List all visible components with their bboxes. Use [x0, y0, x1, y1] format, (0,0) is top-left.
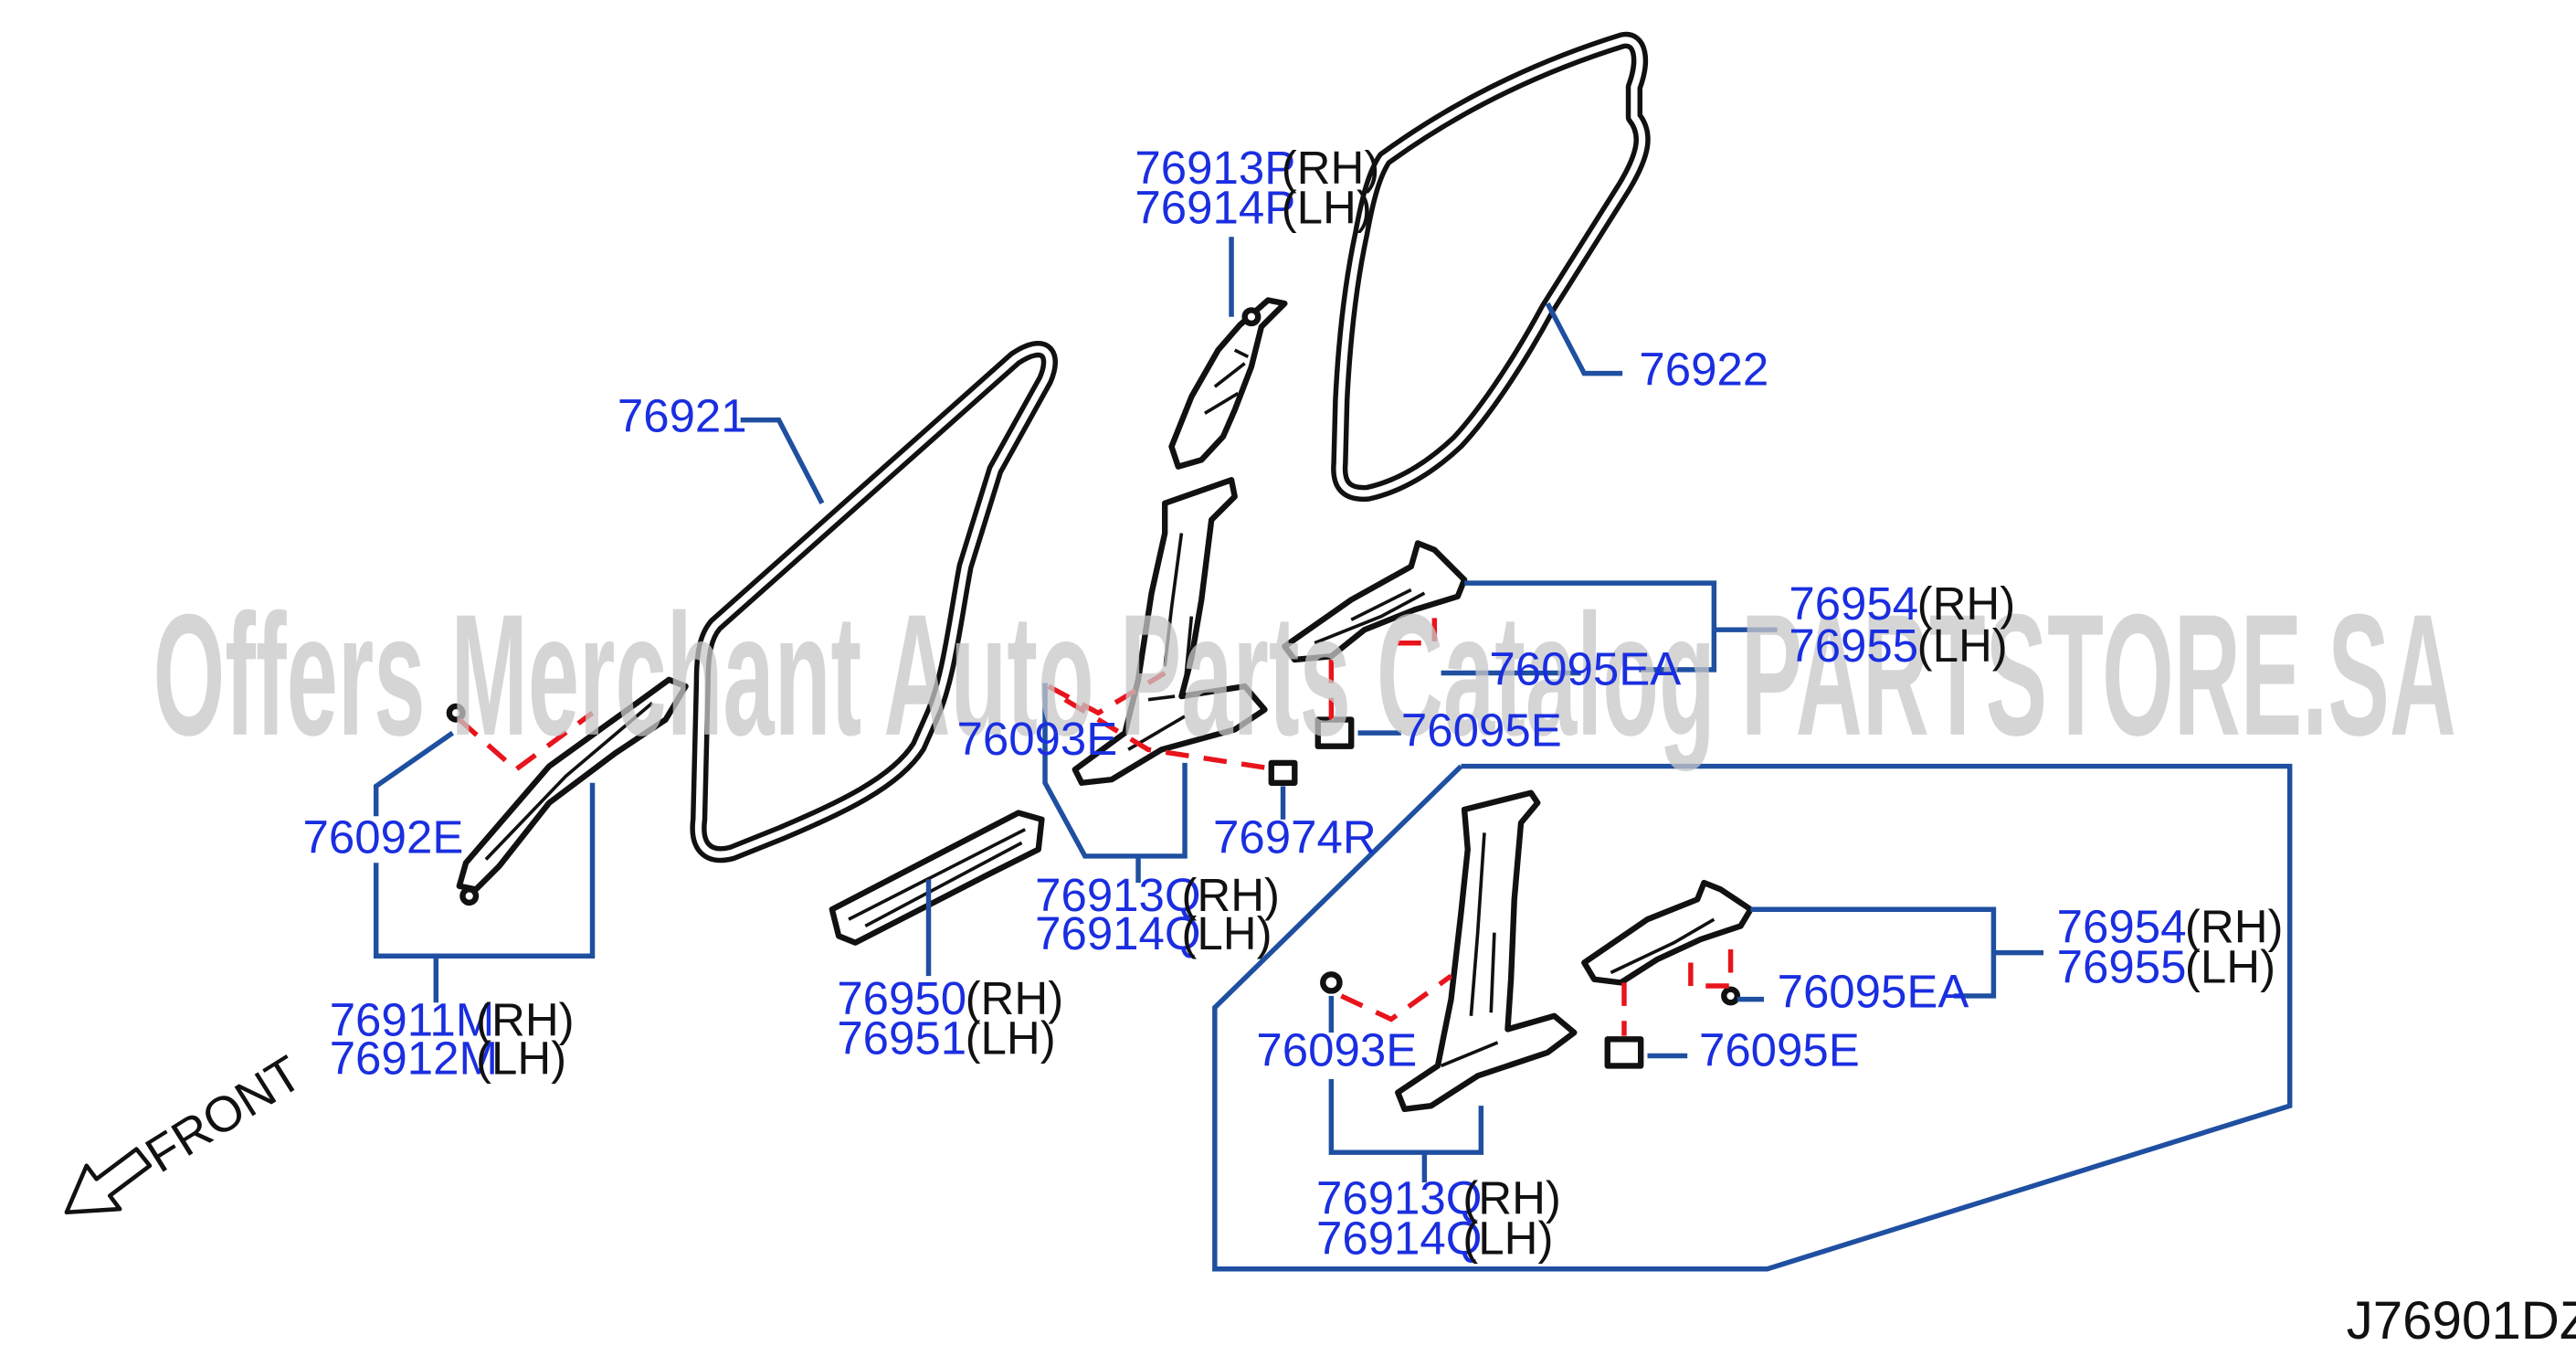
side-label: (RH) [1917, 577, 2016, 630]
side-label: (LH) [1462, 1212, 1553, 1264]
diagram-code: J76901DZ [2347, 1291, 2576, 1351]
leader-lines [373, 237, 2293, 1272]
part-number-label: 76092E [303, 810, 464, 863]
rear-door-weatherstrip-76922 [1331, 32, 1651, 502]
inset-pillar-garnish [1395, 789, 1578, 1113]
part-number-label: 76955 [2057, 940, 2187, 992]
side-label: (LH) [2185, 940, 2275, 992]
part-number-label: 76095E [1401, 704, 1562, 757]
front-direction-arrow: FRONT [64, 1045, 311, 1215]
upper-pillar-garnish-76913P [1168, 297, 1288, 470]
side-label: (LH) [1282, 182, 1372, 234]
side-label: (LH) [1917, 620, 2008, 672]
side-label: (RH) [1282, 142, 1380, 194]
part-number-label: 76095EA [1778, 966, 1969, 1018]
part-number-label: 76922 [1639, 343, 1768, 395]
part-number-label: 76954 [1789, 577, 1918, 630]
front-pillar-garnish-76911M [446, 676, 689, 906]
lower-pillar-garnish-76913Q [1072, 477, 1298, 786]
part-number-label: 76921 [618, 389, 747, 441]
side-label: (LH) [476, 1033, 566, 1085]
part-number-label: 76914Q [1035, 907, 1201, 959]
watermark: Offers Merchant Auto Parts Catalog PARTS… [153, 578, 2456, 772]
callout-labels: 76913P (RH) 76914P (LH) 76922 76921 7695… [303, 142, 2284, 1264]
side-label: (RH) [966, 972, 1064, 1024]
assembly-dashed-lines [457, 609, 1734, 1036]
side-label: (RH) [2185, 901, 2284, 953]
part-number-label: 76913Q [1316, 1172, 1483, 1224]
part-number-label: 76951 [837, 1012, 966, 1065]
front-door-weatherstrip-76921 [690, 341, 1058, 863]
side-label: (RH) [1181, 869, 1280, 921]
part-number-label: 76914Q [1316, 1212, 1483, 1264]
side-label: (LH) [1181, 907, 1272, 959]
side-label: (LH) [966, 1012, 1056, 1065]
kicking-plate-76954 [1282, 540, 1468, 749]
part-number-label: 76974R [1213, 810, 1377, 863]
part-number-label: 76913Q [1035, 869, 1201, 921]
part-number-label: 76954 [2057, 901, 2187, 953]
part-number-label: 76914P [1135, 182, 1295, 234]
part-number-label: 76911M [330, 994, 495, 1046]
part-number-label: 76912M [330, 1033, 498, 1085]
part-number-label: 76093E [956, 713, 1117, 765]
part-number-label: 76913P [1135, 142, 1295, 194]
part-number-label: 76095E [1699, 1023, 1860, 1075]
sill-plate-76950 [829, 810, 1045, 946]
part-number-label: 76093E [1256, 1023, 1417, 1075]
side-label: (RH) [1462, 1172, 1561, 1224]
front-label: FRONT [136, 1045, 311, 1183]
part-number-label: 76095EA [1489, 642, 1681, 694]
inset-kicking-plate [1320, 879, 1754, 1069]
side-label: (RH) [476, 994, 575, 1046]
front-arrow-icon [64, 1147, 153, 1215]
part-number-label: 76950 [837, 972, 966, 1024]
part-number-label: 76955 [1789, 620, 1918, 672]
